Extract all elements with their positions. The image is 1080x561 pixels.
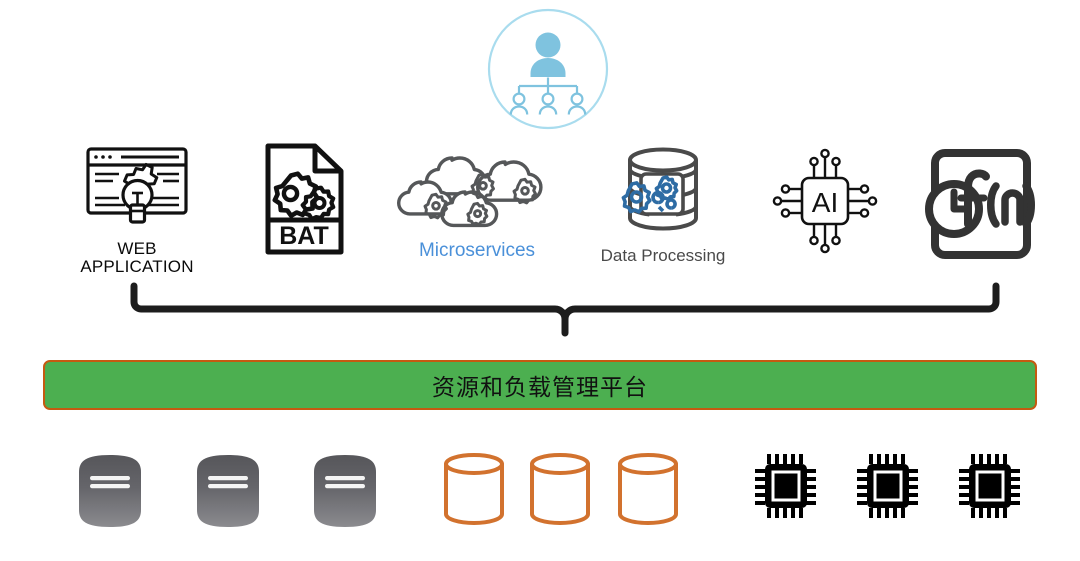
workload-label-web-application: WEB APPLICATION [80, 239, 194, 277]
cpu-chip-icon [854, 450, 924, 522]
user-hierarchy-icon [486, 7, 610, 131]
ai-chip-icon: AI [769, 148, 881, 261]
server-icon [309, 452, 381, 530]
server-icon [192, 452, 264, 530]
cpu-chip-icon [956, 450, 1026, 522]
workload-data-processing[interactable]: Data Processing [578, 146, 748, 265]
database-gears-icon [603, 146, 723, 245]
cpu-chip-icon [752, 450, 822, 522]
storage-cylinder-icon [526, 452, 594, 526]
workload-label-bat: BAT [279, 222, 329, 250]
workload-bat-script[interactable]: BAT [243, 140, 367, 263]
workload-label-data-processing: Data Processing [600, 246, 726, 265]
workload-label-ai: AI [812, 187, 838, 218]
storage-cylinder-icon [440, 452, 508, 526]
workload-function-scheduler[interactable] [910, 142, 1042, 271]
platform-bar-label: 资源和负载管理平台 [432, 375, 648, 401]
brace-connector [120, 280, 1010, 342]
workload-microservices[interactable]: Microservices [388, 152, 566, 262]
workload-label-microservices: Microservices [418, 240, 536, 261]
browser-gear-bulb-icon [79, 145, 195, 238]
workload-web-application[interactable]: WEB APPLICATION [62, 145, 212, 277]
storage-cylinder-icon [614, 452, 682, 526]
file-gears-icon: BAT [257, 140, 353, 263]
clouds-gears-icon [391, 152, 563, 239]
workload-ai-chip[interactable]: AI [762, 148, 888, 261]
server-icon [74, 452, 146, 530]
platform-bar[interactable]: 资源和负载管理平台 [43, 360, 1037, 410]
clock-function-icon [912, 142, 1040, 271]
